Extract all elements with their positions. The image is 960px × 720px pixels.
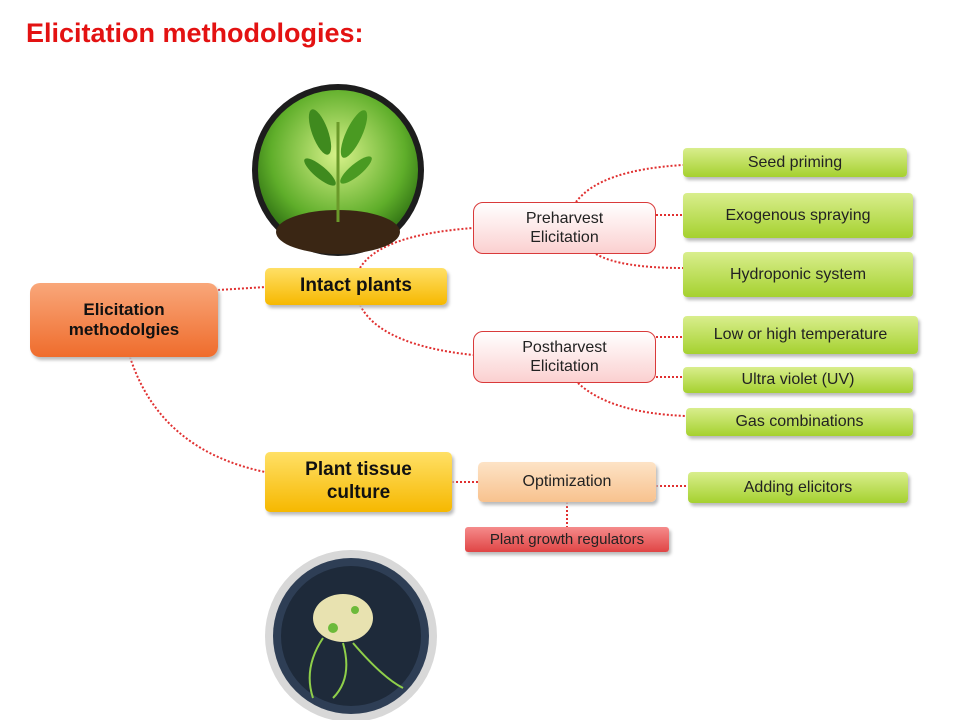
petri-dish-callus-image: [265, 550, 437, 720]
connector-intact-pre: [359, 227, 474, 269]
ultra-violet-node: Ultra violet (UV): [683, 367, 913, 393]
plant-tissue-culture-node: Plant tissue culture: [265, 452, 452, 512]
root-node: Elicitation methodolgies: [30, 283, 218, 357]
connector-pre-hydro: [595, 253, 684, 269]
hydroponic-system-node: Hydroponic system: [683, 252, 913, 297]
adding-elicitors-node: Adding elicitors: [688, 472, 908, 503]
plant-growth-regulators-node: Plant growth regulators: [465, 527, 669, 552]
connector-root-intact: [217, 286, 266, 291]
connector-intact-post: [359, 304, 474, 356]
temperature-node: Low or high temperature: [683, 316, 918, 354]
connector-post-gas: [577, 382, 687, 417]
postharvest-node: Postharvest Elicitation: [473, 331, 656, 383]
intact-plants-node: Intact plants: [265, 268, 447, 305]
gas-combinations-node: Gas combinations: [686, 408, 913, 436]
exogenous-spraying-node: Exogenous spraying: [683, 193, 913, 238]
connector-root-tissue: [129, 356, 266, 473]
optimization-node: Optimization: [478, 462, 656, 502]
seed-priming-node: Seed priming: [683, 148, 907, 177]
slide-title: Elicitation methodologies:: [26, 18, 364, 48]
preharvest-node: Preharvest Elicitation: [473, 202, 656, 254]
plant-seedling-image: [252, 84, 424, 256]
connector-pre-seed: [575, 164, 684, 203]
